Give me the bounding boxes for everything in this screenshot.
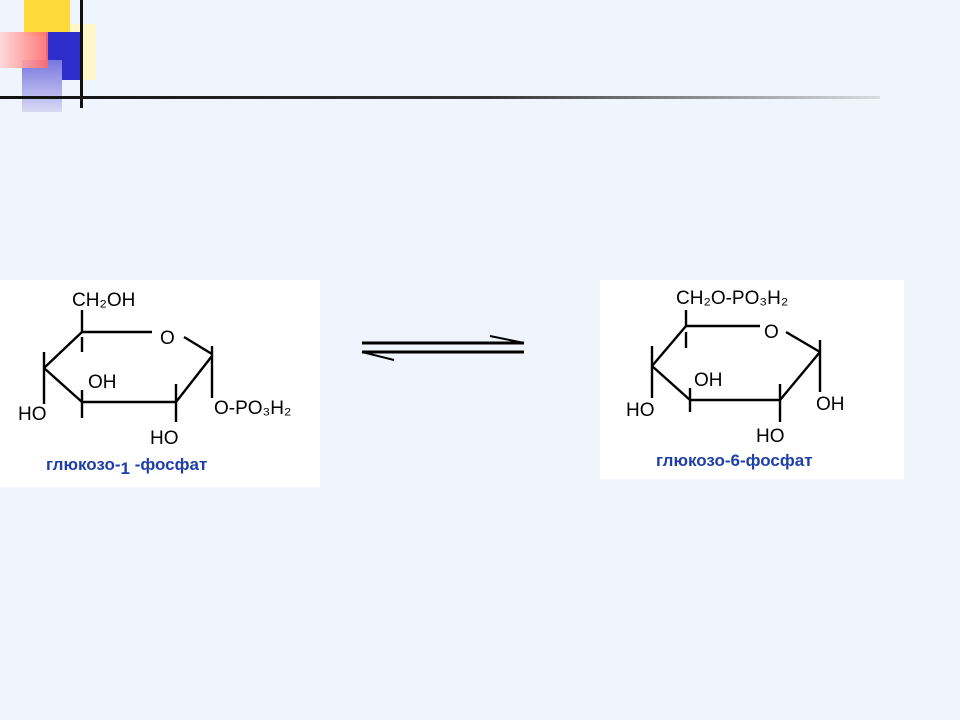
oh-right-label: OH xyxy=(816,394,845,415)
ring-bonds xyxy=(650,310,822,422)
glucose-6-phosphate-diagram: CH₂O-PO₃H₂ O OH HO OH HO глюкозо-6-фосфа… xyxy=(626,288,845,470)
ho-left-label: HO xyxy=(626,400,655,421)
oh-label: OH xyxy=(694,370,723,391)
ring-bonds xyxy=(42,310,214,422)
caption-glucose-6-phosphate: глюкозо-6-фосфат xyxy=(656,451,813,470)
ch2o-po3h2-label: CH₂O-PO₃H₂ xyxy=(676,288,788,309)
caption-glucose-1-phosphate: глюкозо-1 -фосфат xyxy=(46,455,207,478)
ring-oxygen-label: O xyxy=(160,328,175,349)
glucose-1-phosphate-diagram: CH₂OH O OH HO O-PO₃H₂ HO глюкозо-1 -фосф… xyxy=(18,290,291,478)
ch2oh-label: CH₂OH xyxy=(72,290,135,311)
oh-label: OH xyxy=(88,372,117,393)
ho-left-label: HO xyxy=(18,404,47,425)
ring-oxygen-label: O xyxy=(764,322,779,343)
decor-vertical-line xyxy=(80,0,83,108)
ho-bottom-label: HO xyxy=(150,428,179,449)
decor-pink-square xyxy=(0,32,48,68)
glucose-1-phosphate-structure: CH₂OH O OH HO O-PO₃H₂ HO глюкозо-1 -фосф… xyxy=(0,280,320,487)
decor-lavender-square xyxy=(22,60,62,112)
phosphate-label: O-PO₃H₂ xyxy=(214,398,291,419)
equilibrium-arrows-icon xyxy=(361,335,525,361)
glucose-6-phosphate-structure: CH₂O-PO₃H₂ O OH HO OH HO глюкозо-6-фосфа… xyxy=(600,280,904,479)
ho-bottom-label: HO xyxy=(756,426,785,447)
decor-horizontal-line xyxy=(0,96,880,99)
decor-yellow-square xyxy=(24,0,70,36)
